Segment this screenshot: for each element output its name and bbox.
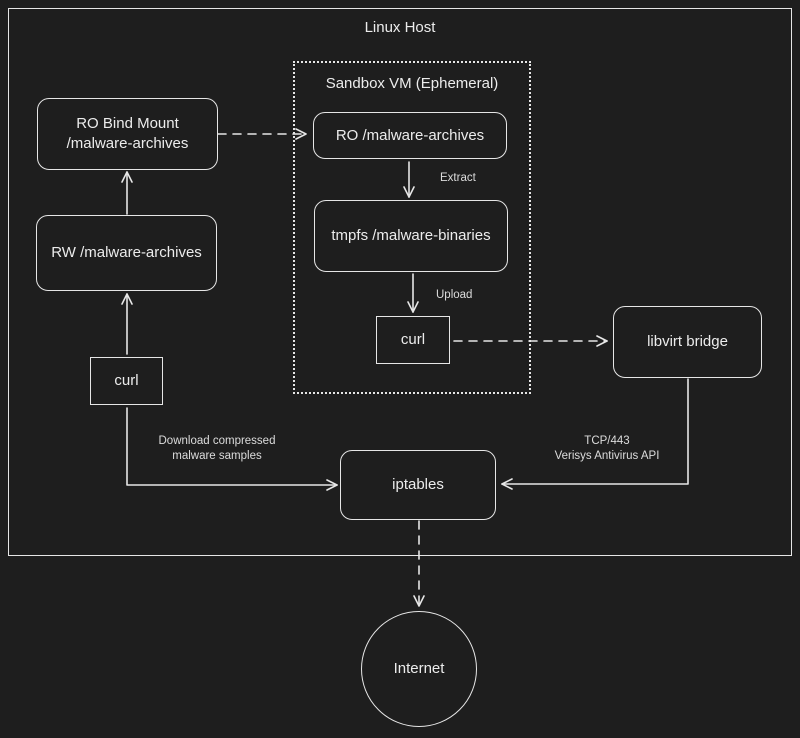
tmpfs-binaries-node[interactable]: tmpfs /malware-binaries [314,200,508,272]
edge-download [126,407,338,491]
internet-node[interactable]: Internet [361,611,477,727]
linux-host-frame: Linux Host [8,8,792,556]
ro-bind-mount-node[interactable]: RO Bind Mount /malware-archives [37,98,218,170]
iptables-node[interactable]: iptables [340,450,496,520]
upload-label: Upload [436,289,473,301]
linux-host-title: Linux Host [364,19,436,36]
rw-archives-node[interactable]: RW /malware-archives [36,215,217,291]
vm-curl-node[interactable]: curl [376,316,450,364]
libvirt-bridge-node[interactable]: libvirt bridge [613,306,762,378]
edge-bridge-to-iptables [501,378,689,490]
extract-label: Extract [440,172,476,184]
host-curl-node[interactable]: curl [90,357,163,405]
sandbox-vm-frame: Sandbox VM (Ephemeral) [293,61,531,394]
verisys-label: TCP/443 Verisys Antivirus API [554,435,660,462]
sandbox-vm-title: Sandbox VM (Ephemeral) [325,75,499,92]
download-label: Download compressed malware samples [158,435,276,462]
vm-ro-archives-node[interactable]: RO /malware-archives [313,112,507,159]
